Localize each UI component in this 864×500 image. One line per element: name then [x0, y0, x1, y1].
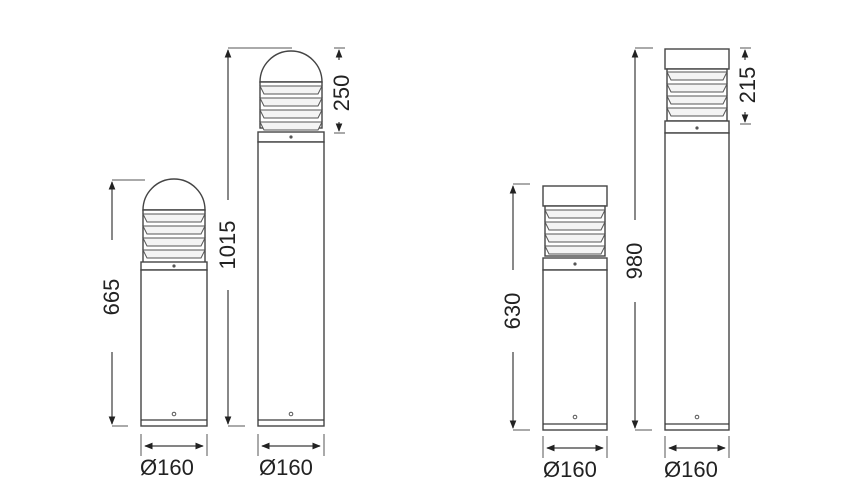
- fixture-flat-tall: [631, 47, 751, 458]
- diameter-label-flat-short: Ø160: [543, 457, 597, 482]
- louvers-icon: [142, 213, 206, 259]
- diameter-label-dome-tall: Ø160: [259, 455, 313, 480]
- height-label-flat-tall: 980: [622, 242, 647, 280]
- diameter-label-dome-short: Ø160: [140, 455, 194, 480]
- head-label-dome-tall: 250: [329, 74, 354, 112]
- height-label-flat-short: 630: [500, 292, 525, 330]
- head-label-flat-tall: 215: [735, 66, 760, 104]
- height-label-dome-short: 665: [99, 278, 124, 316]
- louvers-icon: [259, 85, 323, 131]
- fixture-dome-short: [108, 178, 208, 456]
- fixture-dome-tall: [224, 47, 345, 456]
- fixture-flat-short: [509, 183, 608, 458]
- height-label-dome-tall: 1015: [215, 220, 240, 270]
- diameter-label-flat-tall: Ø160: [664, 457, 718, 482]
- louvers-icon: [666, 71, 728, 117]
- louvers-icon: [544, 209, 606, 255]
